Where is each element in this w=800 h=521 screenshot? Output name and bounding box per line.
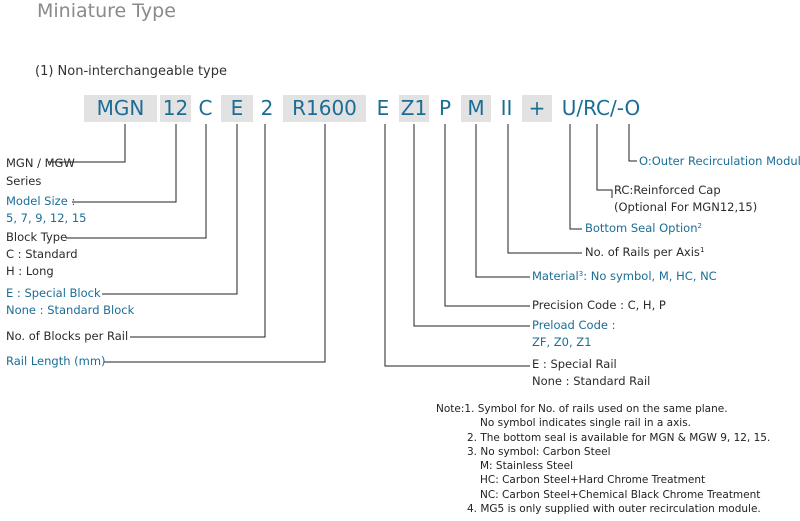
code-segment-series: MGN: [84, 95, 157, 122]
label-reinforced-cap-line1: RC:Reinforced Cap: [614, 183, 721, 197]
label-series-line1: MGN / MGW: [6, 156, 75, 170]
label-special-rail-line1: E : Special Rail: [532, 357, 617, 371]
connector-precision: [444, 124, 530, 307]
connector-series: [48, 124, 126, 163]
label-model-size-line2: 5, 7, 9, 12, 15: [6, 211, 87, 225]
connector-block-type: [66, 124, 207, 239]
note-1a: Note:1. Symbol for No. of rails used on …: [436, 403, 728, 415]
connector-blocks-per-rail: [130, 124, 266, 338]
code-segment-plus: +: [522, 95, 552, 122]
note-1b: No symbol indicates single rail in a axi…: [480, 417, 692, 430]
label-special-block-line1: E : Special Block: [6, 286, 101, 300]
label-rails-per-axis: No. of Rails per Axis1: [585, 245, 705, 259]
note-3: 3. No symbol: Carbon Steel: [467, 445, 611, 458]
label-outer-recirc: O:Outer Recirculation Module: [639, 154, 800, 168]
label-material: Material3: No symbol, M, HC, NC: [532, 269, 717, 283]
connector-outer-recirc: [628, 124, 637, 162]
code-segment-precision: P: [438, 96, 452, 120]
connector-special-block: [102, 124, 238, 295]
connector-model-size: [72, 124, 177, 203]
page-title: Miniature Type: [37, 0, 176, 22]
label-preload-line2: ZF, Z0, Z1: [532, 335, 592, 349]
label-rail-length: Rail Length (mm): [6, 354, 106, 368]
label-special-block-line2: None : Standard Block: [6, 303, 135, 317]
note-4: 4. MG5 is only supplied with outer recir…: [467, 503, 761, 516]
note-3-hc: HC: Carbon Steel+Hard Chrome Treatment: [480, 474, 706, 487]
label-preload-line1: Preload Code :: [532, 318, 616, 332]
code-segment-blocks-per-rail: 2: [260, 96, 274, 120]
connector-special-rail: [384, 124, 530, 367]
connector-preload: [413, 124, 530, 327]
connector-bottom-seal: [569, 124, 582, 230]
label-model-size-line1: Model Size :: [6, 194, 76, 208]
code-segment-rails-per-axis: II: [500, 96, 513, 120]
label-block-type-line2: C : Standard: [6, 247, 78, 261]
connector-rail-length: [104, 124, 326, 363]
code-segment-options: U/RC/-O: [561, 96, 641, 120]
code-segment-material: M: [461, 95, 491, 122]
label-precision: Precision Code : C, H, P: [532, 298, 666, 312]
code-segment-model-size: 12: [160, 95, 191, 122]
label-block-type-line1: Block Type: [6, 230, 68, 244]
notes-block: Note:1. Symbol for No. of rails used on …: [436, 402, 770, 516]
code-segment-block-type: C: [198, 96, 213, 120]
code-segment-preload: Z1: [399, 95, 429, 122]
section-subtitle: (1) Non-interchangeable type: [35, 64, 228, 79]
label-blocks-per-rail: No. of Blocks per Rail: [6, 329, 129, 343]
code-segment-special-rail: E: [376, 96, 390, 120]
connector-material: [475, 124, 530, 278]
label-series-line2: Series: [6, 174, 42, 188]
code-segment-rail-length: R1600: [283, 95, 366, 122]
label-block-type-line3: H : Long: [6, 264, 54, 278]
note-2: 2. The bottom seal is available for MGN …: [467, 431, 771, 444]
code-segment-special-block: E: [221, 95, 253, 122]
label-bottom-seal: Bottom Seal Option2: [585, 221, 702, 235]
note-3-nc: NC: Carbon Steel+Chemical Black Chrome T…: [480, 488, 761, 501]
note-3-m: M: Stainless Steel: [480, 460, 573, 473]
label-special-rail-line2: None : Standard Rail: [532, 374, 651, 388]
label-reinforced-cap-line2: (Optional For MGN12,15): [614, 200, 758, 214]
connector-reinforced-cap: [596, 124, 613, 198]
connector-rails-per-axis: [507, 124, 582, 254]
